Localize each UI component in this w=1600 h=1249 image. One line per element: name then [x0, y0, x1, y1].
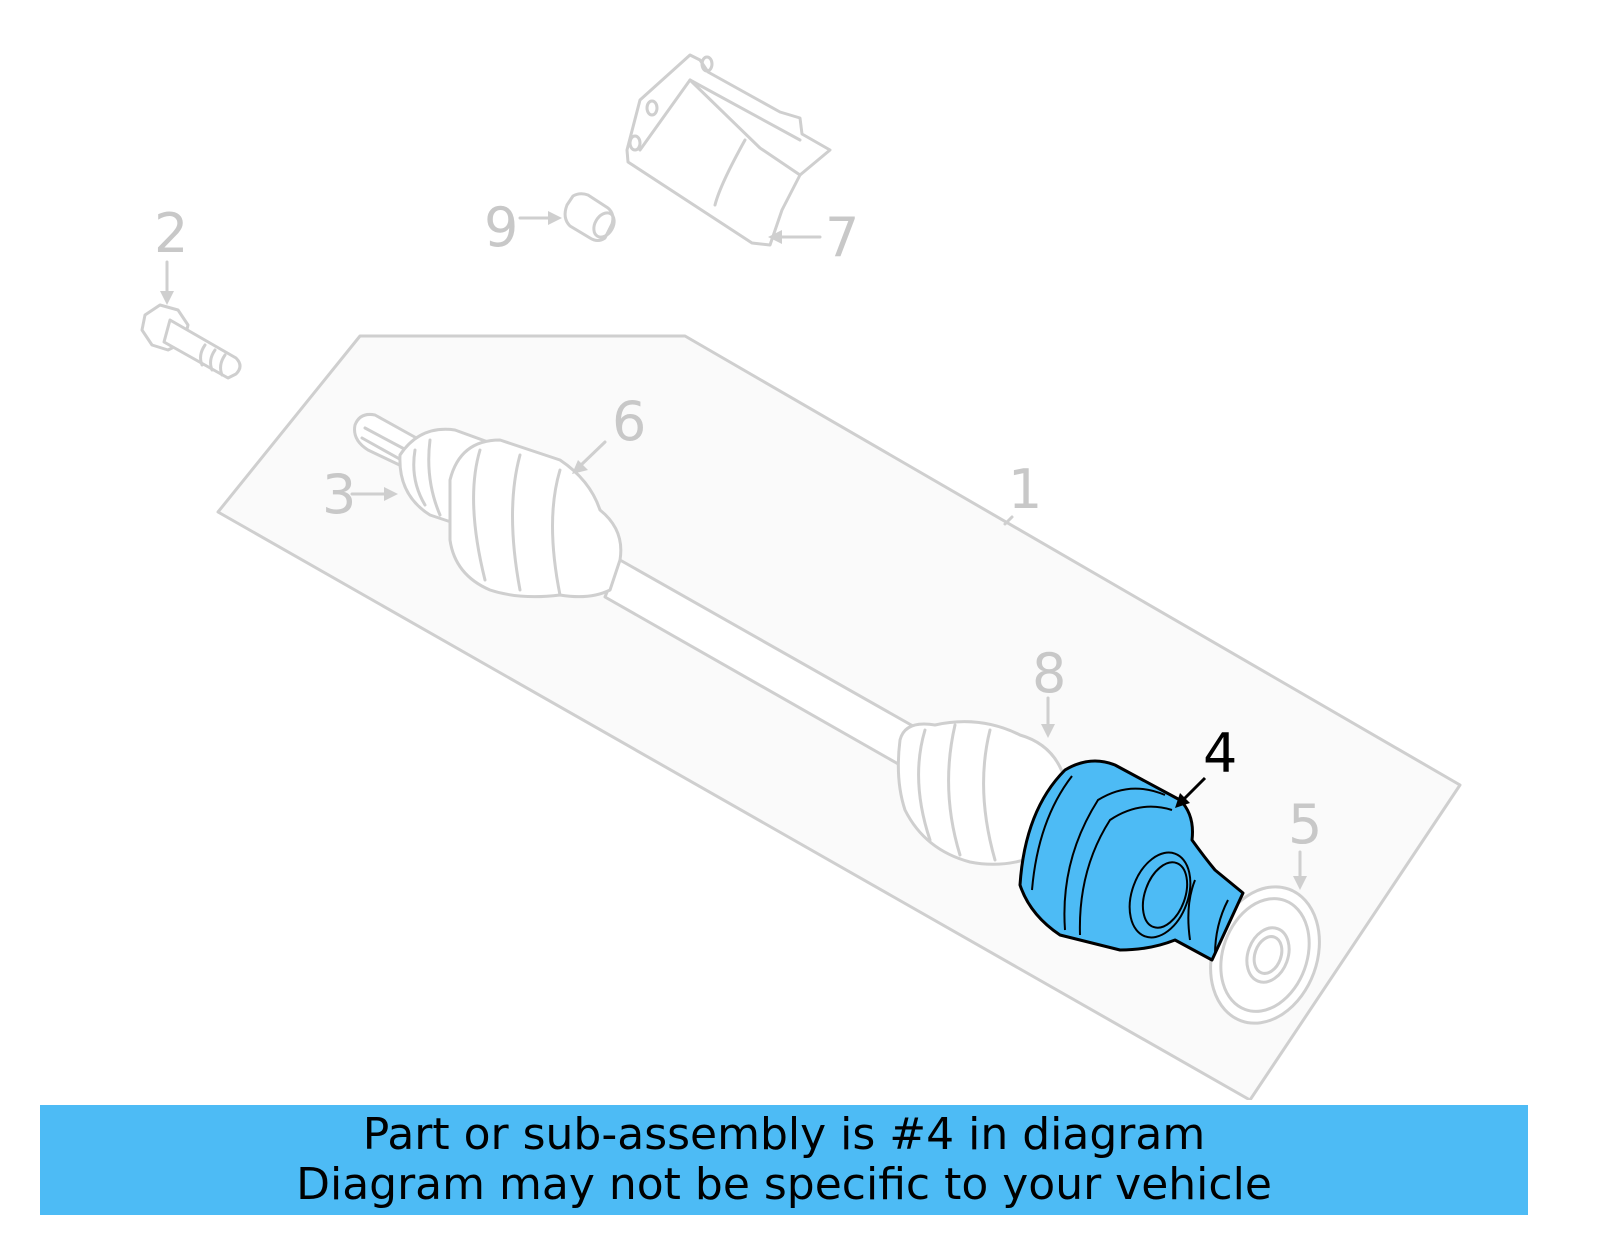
svg-text:7: 7 [825, 206, 859, 269]
banner-line-2: Diagram may not be specific to your vehi… [296, 1159, 1272, 1210]
callout-7: 8 [1032, 642, 1066, 738]
inner-boot-part-6[interactable] [448, 438, 623, 599]
outer-cv-joint-part-4[interactable] [1018, 759, 1245, 962]
callout-5: 5 [1288, 793, 1322, 890]
svg-text:1: 1 [1008, 458, 1042, 521]
bolt-part-2[interactable] [140, 303, 242, 380]
callout-2: 2 [154, 202, 188, 305]
callout-1: 1 [1003, 458, 1042, 526]
heat-shield-part-8[interactable] [625, 53, 832, 247]
parts-diagram: 7 9 2 1 3 [140, 53, 1462, 1100]
plug-part-9[interactable] [563, 192, 618, 242]
svg-text:6: 6 [612, 390, 646, 453]
banner-line-1: Part or sub-assembly is #4 in diagram [362, 1109, 1206, 1160]
svg-text:8: 8 [1032, 642, 1066, 705]
info-banner: Part or sub-assembly is #4 in diagram Di… [40, 1105, 1528, 1215]
dust-shield-part-5[interactable] [1192, 871, 1338, 1038]
callout-9: 9 [484, 196, 562, 259]
callout-4: 4 [1175, 722, 1237, 808]
svg-text:4: 4 [1203, 722, 1237, 785]
svg-text:5: 5 [1288, 793, 1322, 856]
callout-3: 3 [322, 463, 398, 526]
svg-text:2: 2 [154, 202, 188, 265]
callout-6: 6 [572, 390, 646, 474]
callout-8: 7 [768, 206, 859, 269]
svg-text:9: 9 [484, 196, 518, 259]
